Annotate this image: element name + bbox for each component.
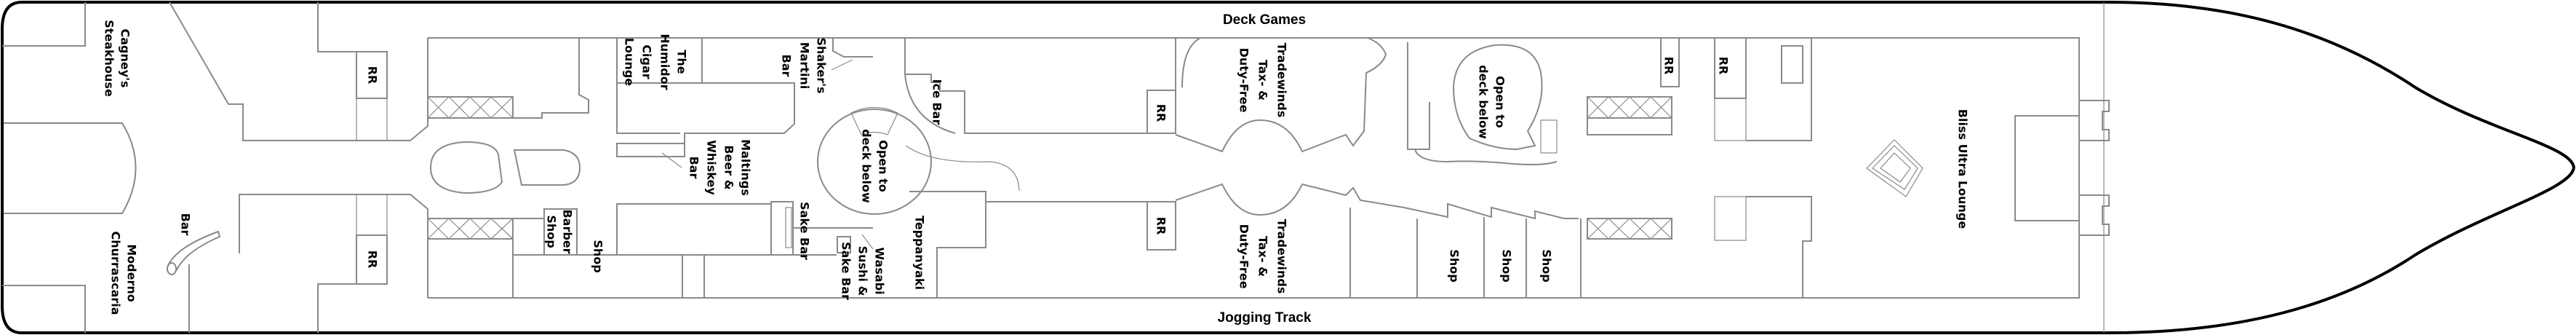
fwd-cabinet: [1781, 45, 1803, 84]
shop-label: Shop: [1500, 249, 1514, 282]
humidor-cigar-lounge-label: Cigar: [640, 44, 654, 79]
atrium-opening-forward: [1452, 44, 1543, 151]
tradewinds-duty-free-label: Tax- &: [1256, 60, 1270, 100]
bliss-stage: [2014, 115, 2080, 221]
wasabi-sushi-sake-bar-label: Sake Bar: [840, 242, 853, 300]
humidor-cigar-lounge-label: Lounge: [623, 38, 637, 86]
maltings-bar-label: Beer &: [722, 145, 736, 189]
wasabi-sushi-sake-bar-label: Sushi &: [856, 246, 870, 296]
tradewinds-duty-free-label: Tradewinds: [1275, 43, 1289, 118]
tradewinds-duty-free-label: Duty-Free: [1237, 224, 1251, 289]
main-block-top-wall: [428, 37, 2080, 299]
stairs-fwd-starboard: [1714, 196, 1747, 241]
open-to-deck-below-label: Open to: [1494, 76, 1507, 128]
tradewinds-duty-free-label: Tax- &: [1256, 236, 1270, 277]
shakers-martini-bar-label: Shaker's: [815, 37, 829, 93]
deck-games-label: Deck Games: [1223, 12, 1306, 28]
cagneys-steakhouse-label: Cagney's: [119, 28, 132, 87]
atrium-stairs-aft: [850, 106, 898, 135]
stairs-fwd-port: [1714, 98, 1747, 141]
bliss-ultra-lounge-label: Bliss Ultra Lounge: [1956, 109, 1970, 229]
fwd-walls-2: [1746, 196, 1812, 298]
mid-interior-walls: [904, 37, 1672, 298]
maltings-bar-label: Whiskey: [705, 140, 719, 195]
wasabi-sushi-sake-bar-label: Wasabi: [873, 247, 887, 294]
stairs-aft-starboard: [356, 194, 388, 236]
shakers-martini-bar-label: Bar: [780, 55, 794, 77]
restroom-label: RR: [366, 66, 380, 84]
elevators-forward: [1587, 96, 1672, 240]
maltings-bar-label: Bar: [687, 157, 701, 179]
atrium-opening-aft: [817, 109, 932, 215]
humidor-cigar-lounge-label: Humidor: [658, 34, 672, 90]
teppanyaki-label: Teppanyaki: [913, 216, 927, 290]
open-to-deck-below-label: Open to: [877, 140, 890, 192]
bliss-logo-icon: [1866, 139, 1923, 197]
jogging-track-label: Jogging Track: [1218, 310, 1312, 326]
open-to-deck-below-label: deck below: [860, 129, 874, 203]
barber-shop-label: Shop: [545, 215, 559, 248]
restroom-label: RR: [1662, 57, 1676, 75]
restroom-label: RR: [1717, 57, 1731, 75]
shop-label: Shop: [1540, 249, 1554, 282]
open-to-deck-below-label: deck below: [1477, 65, 1491, 139]
cagneys-steakhouse-label: Steakhouse: [103, 20, 116, 97]
aft-interior-walls: [512, 37, 874, 298]
moderno-churrascaria-label: Moderno: [125, 244, 139, 302]
bow-notch-port: [2079, 100, 2110, 141]
sake-bar-label: Sake Bar: [798, 202, 812, 260]
atrium-stairs-forward: [1540, 119, 1558, 154]
shop-label: Shop: [1448, 249, 1462, 282]
atrium-fixture-rect: [513, 149, 581, 186]
shop-label: Shop: [591, 240, 605, 272]
restroom-label: RR: [1155, 217, 1168, 235]
shakers-martini-bar-label: Martini: [798, 42, 812, 90]
humidor-cigar-lounge-label: The: [675, 50, 689, 74]
stern-walls: [2, 1, 428, 333]
stairs-aft-port: [356, 98, 388, 141]
restroom-label: RR: [1155, 104, 1168, 122]
fwd-walls: [1746, 38, 1812, 141]
ice-bar-label: Ice Bar: [930, 79, 944, 125]
atrium-fixture-round: [429, 141, 503, 194]
elevators-aft: [427, 96, 514, 240]
moderno-churrascaria-label: Churrascaria: [109, 231, 123, 315]
restroom-fwd-1: [1660, 37, 1680, 87]
bow-notch-starboard: [2079, 194, 2110, 236]
barber-shop-label: Barber: [561, 209, 575, 253]
tradewinds-duty-free-label: Tradewinds: [1275, 219, 1289, 294]
restroom-label: RR: [366, 251, 380, 269]
bar-label: Bar: [179, 213, 193, 236]
maltings-bar-label: Maltings: [739, 139, 753, 196]
tradewinds-duty-free-label: Duty-Free: [1237, 48, 1251, 113]
